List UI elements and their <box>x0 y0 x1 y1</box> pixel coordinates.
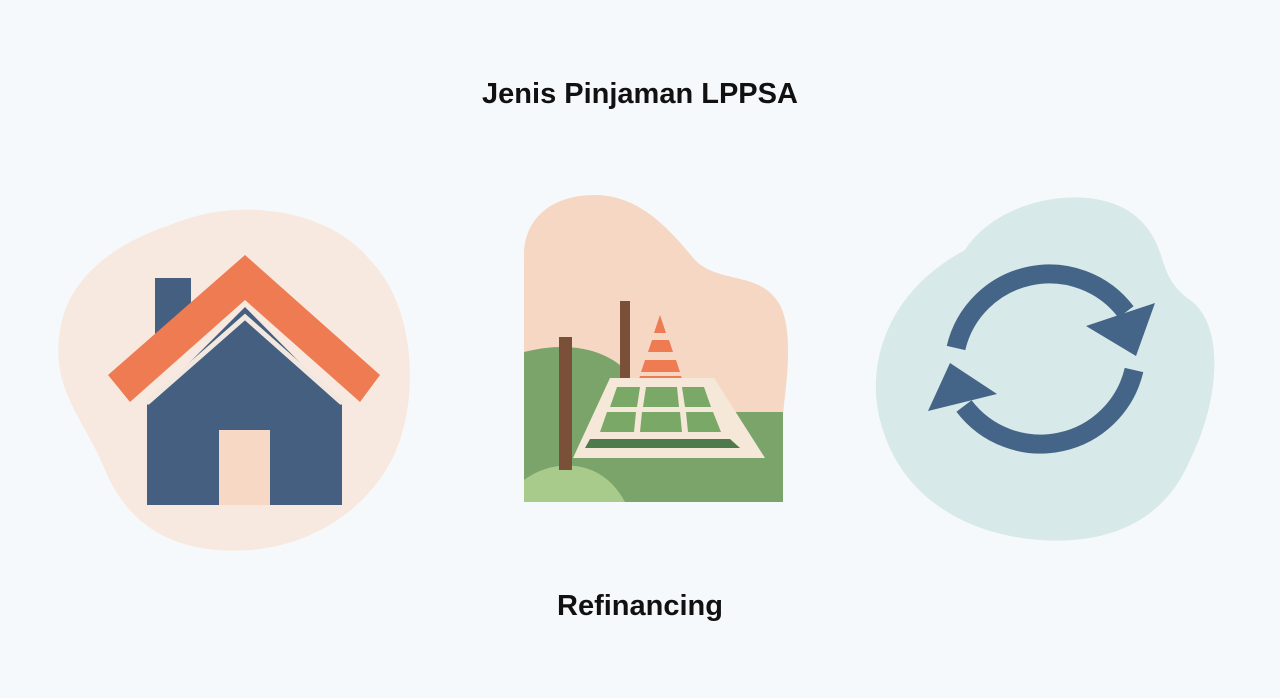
refinancing-caption: Refinancing <box>557 590 723 622</box>
page-title: Jenis Pinjaman LPPSA <box>482 78 798 110</box>
construction-site-icon <box>523 195 789 502</box>
land-construction-panel <box>510 190 800 510</box>
house-icon <box>58 209 411 551</box>
refinancing-panel <box>870 180 1230 550</box>
house-purchase-panel <box>50 200 420 560</box>
refresh-cycle-icon <box>875 197 1215 541</box>
